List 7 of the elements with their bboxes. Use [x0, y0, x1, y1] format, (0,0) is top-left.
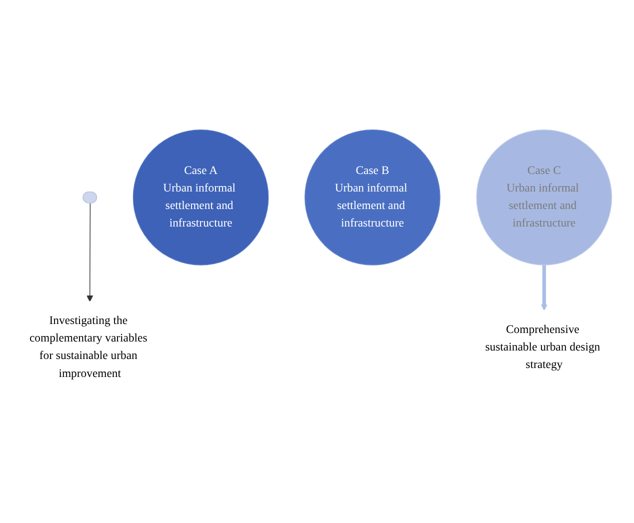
arrow	[540, 264, 548, 310]
node-circle: Case B Urban informal settlement and infrastructure	[304, 129, 440, 266]
arrow	[86, 202, 94, 302]
node-text: Comprehensive sustainable urban design strategy	[485, 323, 600, 371]
node-circle: Case C Urban informal settlement and infrastructure	[476, 129, 612, 266]
node-circle: Case A Urban informal settlement and infrastructure	[132, 129, 269, 266]
node-text: Investigating the complementary variables for sustainable urban improvement	[29, 314, 148, 380]
